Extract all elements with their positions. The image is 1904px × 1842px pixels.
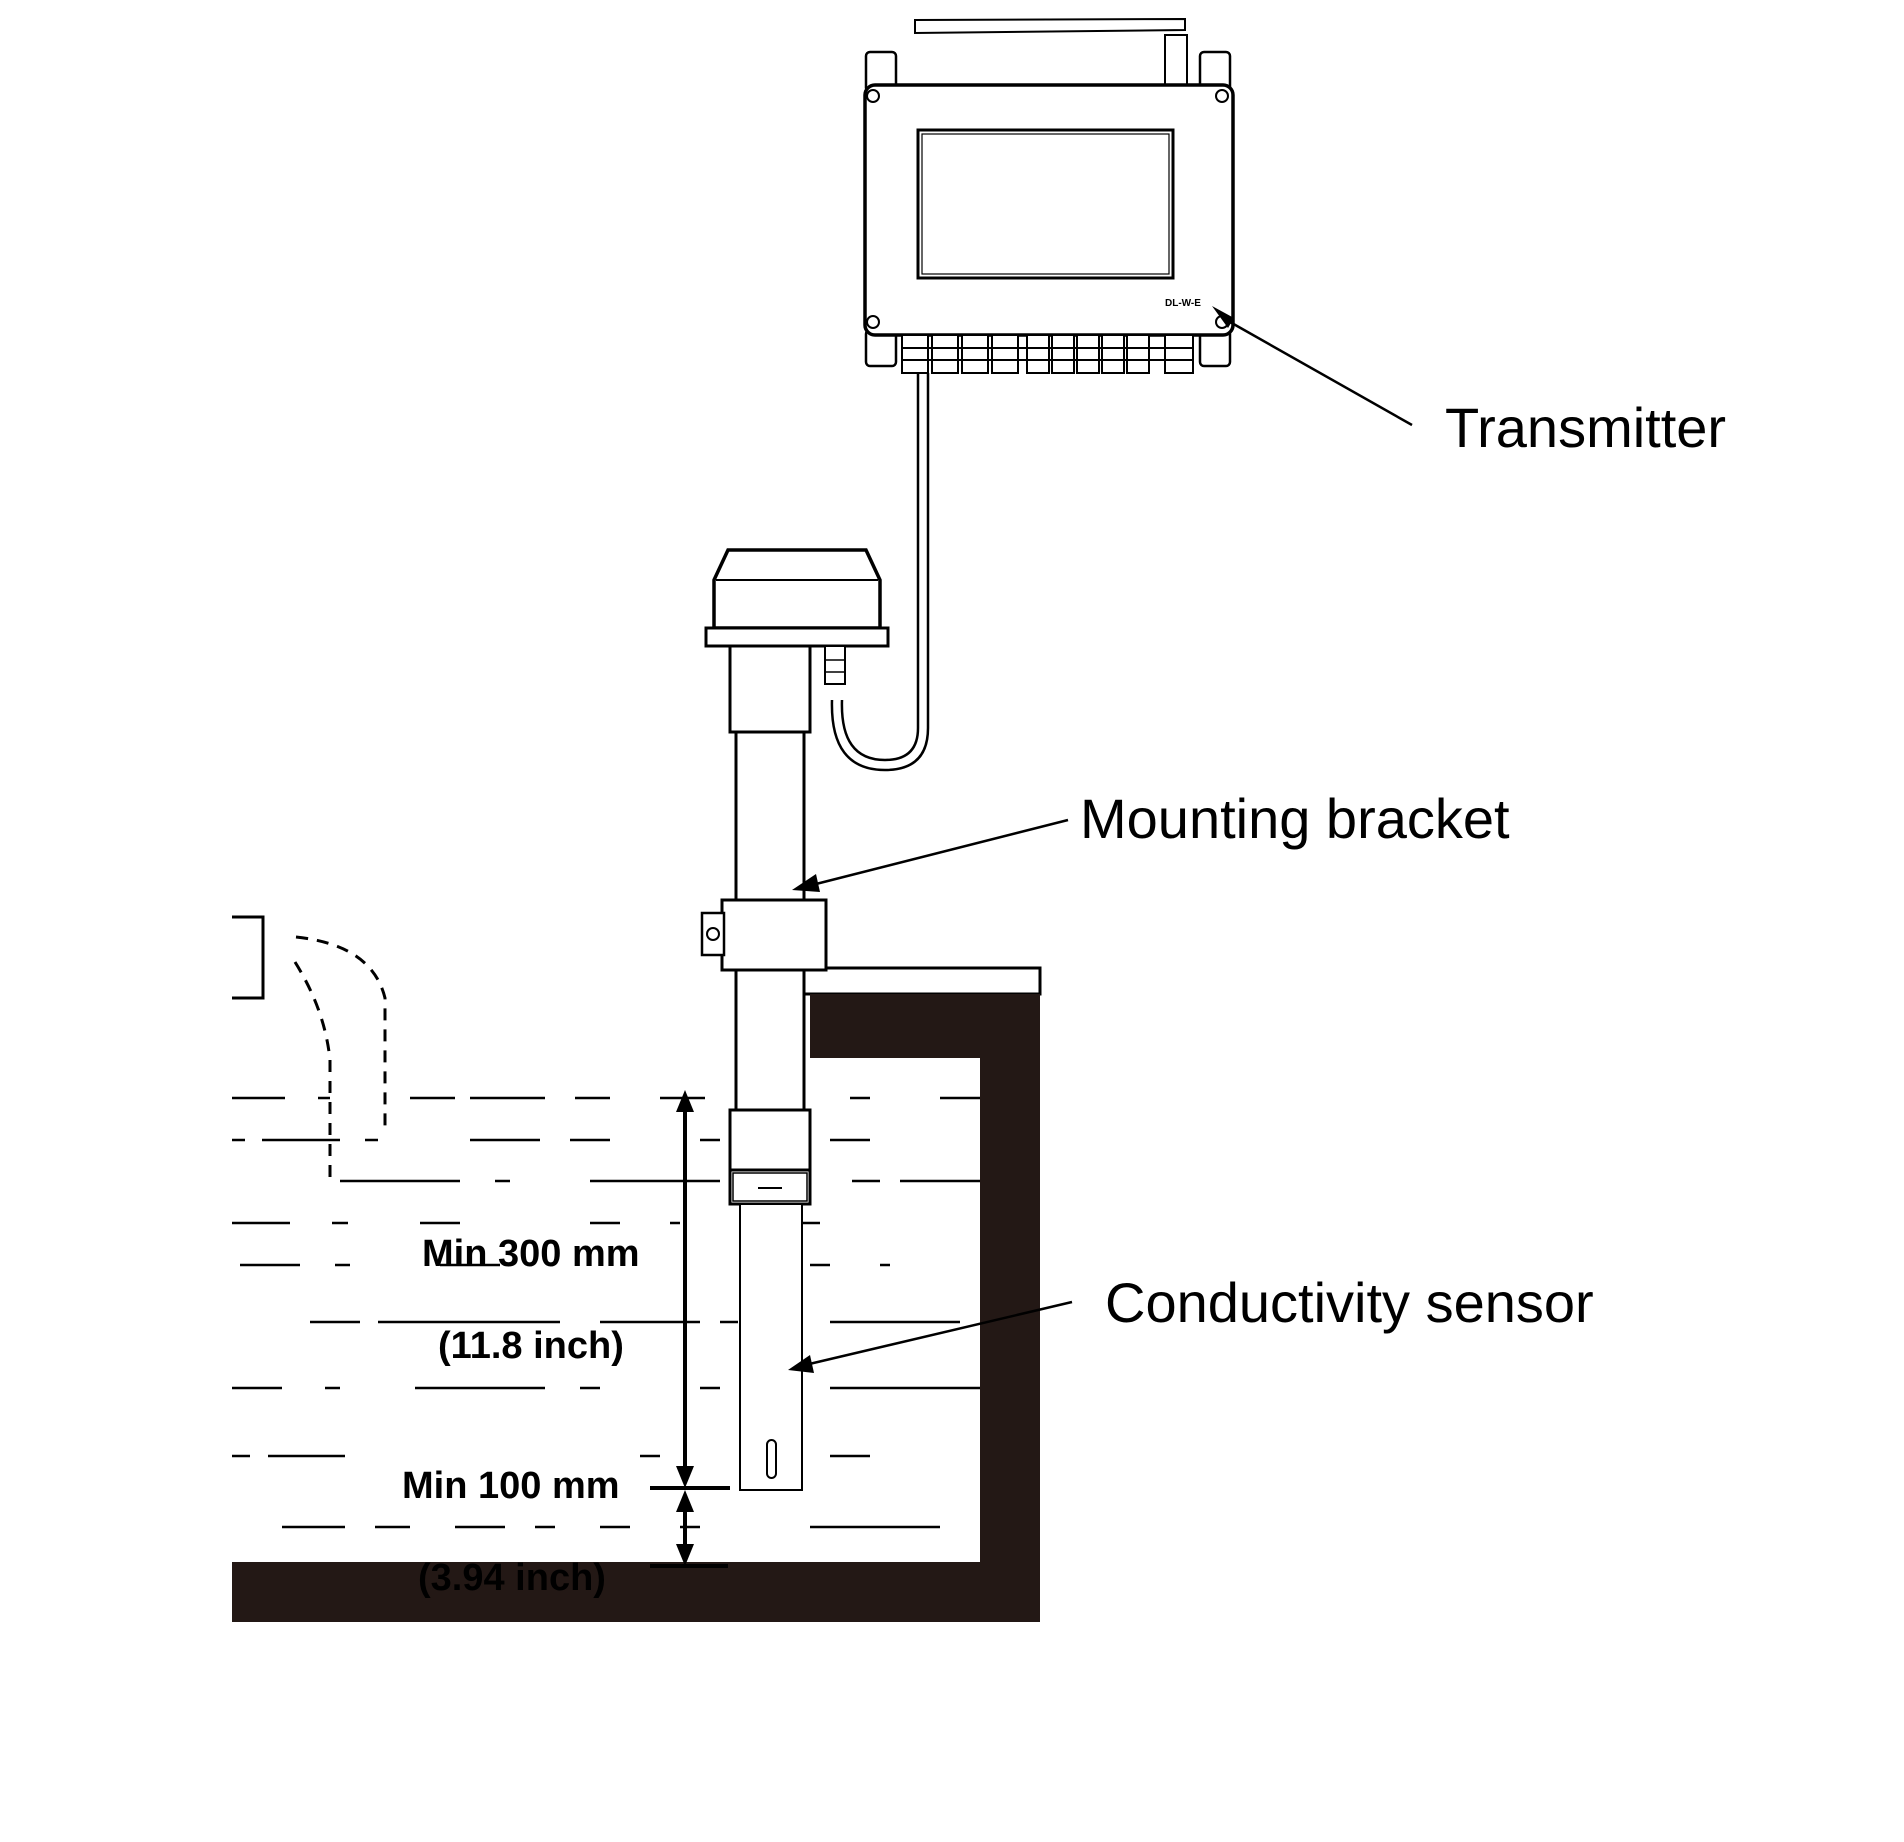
sensor-cap	[712, 548, 882, 630]
screw-icon	[1215, 89, 1229, 103]
transmitter-label: Transmitter	[1445, 396, 1726, 459]
mounting-bracket-label: Mounting bracket	[1080, 787, 1510, 850]
dimension-100-imperial: (3.94 inch)	[418, 1557, 606, 1599]
arrowhead-icon	[788, 1355, 814, 1373]
sensor-collar	[728, 644, 812, 734]
mounting-bracket	[700, 898, 828, 972]
tank-wall	[232, 994, 1040, 1622]
arrowhead-icon	[1212, 306, 1234, 328]
inlet-flow-outer	[295, 935, 387, 1130]
dimension-100-label: Min 100 mm	[402, 1465, 620, 1507]
tank-ledge	[798, 966, 1042, 996]
callout-leaders	[804, 320, 1413, 1367]
dimension-300-imperial: (11.8 inch)	[438, 1325, 624, 1367]
sensor-connector-upper	[728, 1108, 812, 1172]
arrow-up-icon	[676, 1490, 694, 1512]
transmitter-display	[916, 128, 1175, 280]
arrow-down-icon	[676, 1466, 694, 1488]
probe-electrode	[766, 1439, 777, 1479]
screw-icon	[866, 89, 880, 103]
transmitter: DL-W-E	[863, 17, 1235, 374]
inlet-pipe	[232, 915, 265, 1000]
arrow-up-icon	[676, 1090, 694, 1112]
cable-glands	[901, 334, 1194, 374]
screw-icon	[866, 315, 880, 329]
sensor-leader	[804, 1300, 1073, 1367]
dimension-300-label: Min 300 mm	[422, 1233, 640, 1275]
model-tag: DL-W-E	[1165, 298, 1201, 309]
sensor-flange	[704, 626, 890, 648]
water-lines	[232, 1096, 980, 1529]
arrow-down-icon	[676, 1544, 694, 1566]
bracket-leader	[811, 818, 1069, 887]
bracket-clamp	[720, 898, 828, 972]
antenna-connector	[1164, 34, 1188, 86]
antenna-icon	[914, 17, 1186, 35]
sensor-cable	[830, 373, 930, 772]
arrowhead-icon	[792, 874, 820, 892]
dimension-lines	[650, 1090, 730, 1568]
tank	[232, 966, 1042, 1622]
conductivity-sensor	[728, 1108, 812, 1491]
inlet-flow-inner	[293, 961, 332, 1181]
inlet	[232, 915, 387, 1181]
sensor-head	[704, 548, 890, 734]
conductivity-sensor-label: Conductivity sensor	[1105, 1271, 1594, 1334]
head-cable-gland	[824, 645, 846, 685]
transmitter-leader	[1229, 320, 1413, 427]
